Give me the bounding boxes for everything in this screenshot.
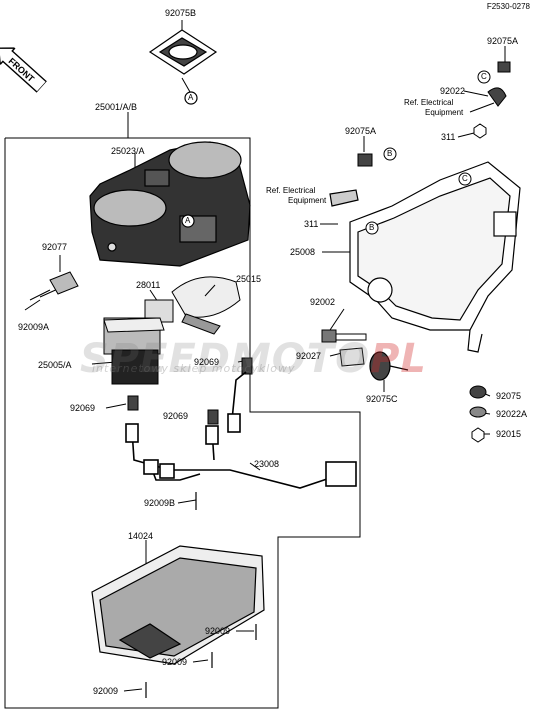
- label-25023: 25023/A: [111, 146, 145, 156]
- label-92075B: 92075B: [165, 8, 197, 18]
- label-92027: 92027: [296, 351, 322, 361]
- watermark-brand-b: PL: [370, 336, 427, 382]
- wire-harness-23008: [125, 371, 357, 489]
- label-92009B: 92009B: [144, 498, 176, 508]
- callout-C-bracket: C: [462, 174, 468, 183]
- label-14024: 14024: [128, 531, 154, 541]
- bolt-92002: [321, 329, 367, 343]
- label-311-top: 311: [441, 132, 456, 142]
- label-ref-elec-top-2: Equipment: [425, 108, 464, 117]
- label-23008: 23008: [254, 459, 280, 469]
- label-92075C: 92075C: [366, 394, 398, 404]
- label-92022: 92022: [440, 86, 466, 96]
- assembly-outline: [4, 137, 361, 709]
- callout-B-bracket: B: [369, 223, 375, 232]
- label-92069-b: 92069: [194, 357, 220, 367]
- meter-cover-14024: [91, 545, 265, 665]
- label-92022A: 92022A: [496, 409, 528, 419]
- label-311-mid: 311: [304, 219, 319, 229]
- label-92009-b: 92009: [162, 657, 188, 667]
- socket-92077: [29, 271, 79, 301]
- label-ref-elec-mid-2: Equipment: [288, 196, 327, 205]
- tachometer-28011: [144, 276, 241, 335]
- label-25001: 25001/A/B: [95, 102, 138, 112]
- screws-92009: [145, 492, 257, 698]
- indicator-unit-25005: [103, 317, 165, 385]
- callout-C-top: C: [481, 72, 487, 81]
- label-92009-c: 92009: [93, 686, 119, 696]
- grommet-92075B: [148, 29, 218, 105]
- label-92069-c: 92069: [163, 411, 189, 421]
- grommet-92075: [469, 385, 487, 443]
- label-92077: 92077: [42, 242, 68, 252]
- label-25005: 25005/A: [38, 360, 72, 370]
- bulbs-92069: [127, 357, 253, 425]
- watermark-brand-a: SPEEDMOTO: [80, 336, 371, 382]
- label-28011: 28011: [136, 280, 161, 290]
- grommet-92075C: [369, 351, 409, 381]
- label-92075A-mid: 92075A: [345, 126, 377, 136]
- label-92002: 92002: [310, 297, 336, 307]
- label-25008: 25008: [290, 247, 316, 257]
- bracket-25008: [329, 161, 521, 353]
- meter-housing: [89, 141, 251, 267]
- diagram-code: F2530-0278: [486, 2, 530, 11]
- callout-A-housing: A: [185, 216, 191, 225]
- label-92015: 92015: [496, 429, 522, 439]
- collar-92027: [339, 347, 365, 367]
- top-small-parts: [357, 61, 511, 167]
- label-92075: 92075: [496, 391, 522, 401]
- label-ref-elec-mid: Ref. Electrical: [266, 186, 316, 195]
- callout-B-mid: B: [387, 149, 393, 158]
- label-92009A: 92009A: [18, 322, 50, 332]
- label-92075A-top: 92075A: [487, 36, 519, 46]
- label-ref-elec-top: Ref. Electrical: [404, 98, 454, 107]
- watermark-tagline: internetowy sklep motocyklowy: [92, 362, 296, 375]
- label-25015: 25015: [236, 274, 262, 284]
- label-92069-a: 92069: [70, 403, 96, 413]
- watermark: SPEEDMOTOPL: [80, 336, 427, 382]
- label-92009-a: 92009: [205, 626, 231, 636]
- callout-A-top: A: [188, 93, 194, 102]
